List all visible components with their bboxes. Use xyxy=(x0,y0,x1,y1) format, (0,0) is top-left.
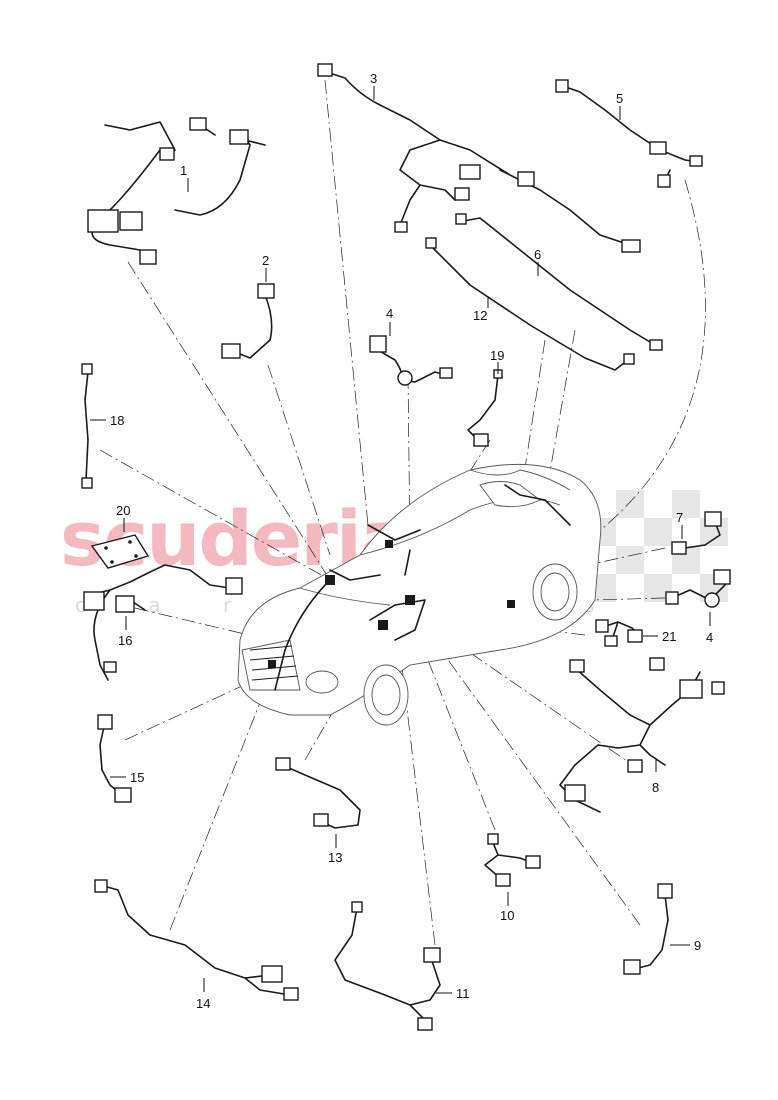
callout-1: 1 xyxy=(180,163,187,178)
part-11-harness xyxy=(334,901,441,1031)
part-3-harness xyxy=(317,63,641,253)
part-12-cable xyxy=(425,237,635,371)
part-19-cable xyxy=(467,369,503,447)
part-7-cable xyxy=(671,511,722,555)
callout-10: 10 xyxy=(500,908,514,923)
callout-16: 16 xyxy=(118,633,132,648)
part-5-harness xyxy=(555,79,703,188)
callout-20: 20 xyxy=(116,503,130,518)
part-14-harness xyxy=(94,879,299,1001)
part-6-cable xyxy=(455,213,663,351)
callout-14: 14 xyxy=(196,996,210,1011)
callout-12: 12 xyxy=(473,308,487,323)
part-4b-sensor-lead xyxy=(665,569,731,608)
callout-7: 7 xyxy=(676,510,683,525)
part-1-harness xyxy=(87,117,266,265)
part-13-cable xyxy=(275,757,361,829)
callout-2: 2 xyxy=(262,253,269,268)
installed-harness-overlay xyxy=(268,484,571,691)
callout-5: 5 xyxy=(616,91,623,106)
part-8-harness xyxy=(559,657,725,813)
callout-21: 21 xyxy=(662,629,676,644)
part-2-harness xyxy=(221,283,275,359)
callout-4b: 4 xyxy=(706,630,713,645)
callout-11: 11 xyxy=(456,986,470,1001)
part-20-pad xyxy=(90,534,150,569)
callout-9: 9 xyxy=(694,938,701,953)
part-21-harness xyxy=(595,619,643,647)
part-4a-sensor-lead xyxy=(369,335,453,386)
part-16-harness xyxy=(83,564,243,681)
callout-18: 18 xyxy=(110,413,124,428)
callout-3: 3 xyxy=(370,71,377,86)
callout-13: 13 xyxy=(328,850,342,865)
checkered-flag-logo xyxy=(560,490,728,602)
part-9-cable xyxy=(623,883,673,975)
callout-15: 15 xyxy=(130,770,144,785)
callout-4a: 4 xyxy=(386,306,393,321)
part-10-harness xyxy=(484,833,541,887)
part-18-cable xyxy=(81,363,93,489)
callout-19: 19 xyxy=(490,348,504,363)
callout-6: 6 xyxy=(534,247,541,262)
callout-8: 8 xyxy=(652,780,659,795)
car-illustration xyxy=(237,463,602,726)
part-15-cable xyxy=(97,714,132,803)
